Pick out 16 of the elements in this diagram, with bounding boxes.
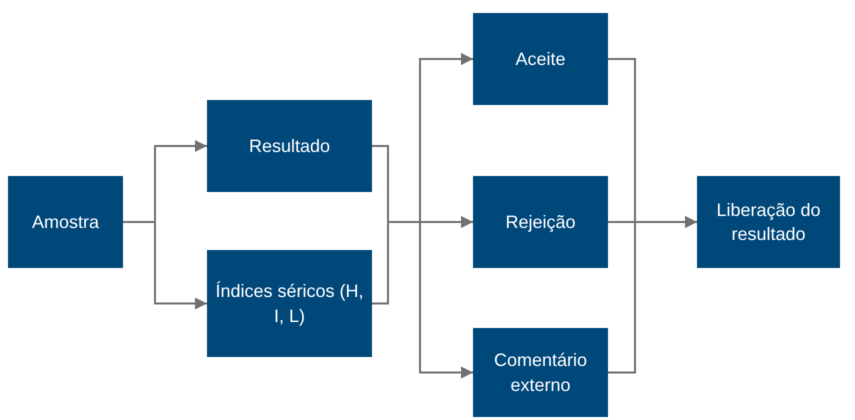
box-label: Resultado	[248, 134, 330, 158]
arrow	[608, 216, 697, 374]
box-label: Amostra	[32, 210, 100, 234]
process-box	[207, 100, 372, 192]
box-label: Índices séricos (H, I, L)	[214, 280, 365, 328]
box-label: Liberação do resultado	[715, 198, 822, 246]
process-box	[473, 328, 608, 417]
box-label: Comentário externo	[492, 349, 588, 396]
box-label: Aceite	[515, 48, 566, 71]
process-box	[473, 13, 608, 105]
box-label: Rejeição	[505, 210, 576, 234]
process-box	[473, 176, 608, 268]
process-box	[8, 176, 123, 268]
process-box	[207, 250, 372, 357]
process-box	[697, 176, 840, 268]
arrow	[123, 221, 207, 310]
